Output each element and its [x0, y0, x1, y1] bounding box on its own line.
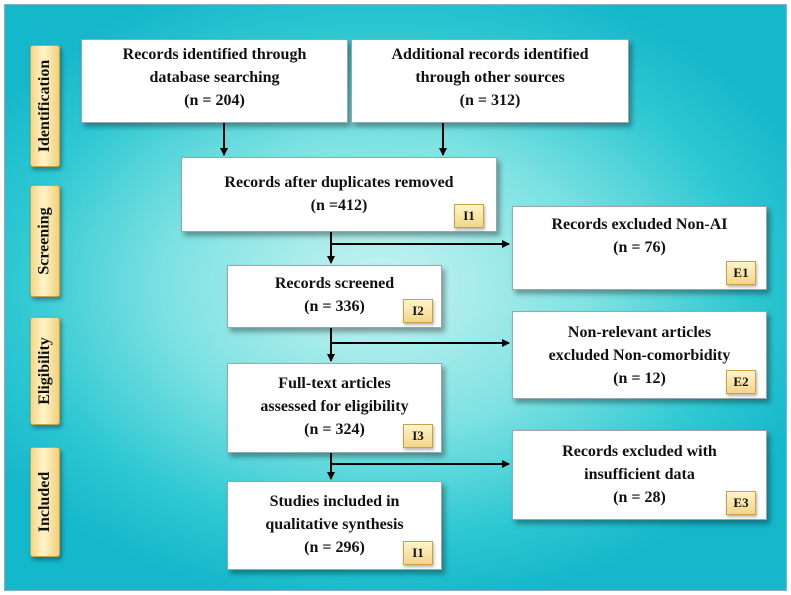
- box-database-line-1: Records identified through: [122, 46, 307, 63]
- tag-excluded-insufficient: E3: [726, 491, 756, 515]
- box-excluded-non-comorbidity-line-1: Non-relevant articles: [567, 324, 712, 341]
- box-included-line-2: qualitative synthesis: [265, 516, 404, 533]
- box-database-line-2: database searching: [149, 69, 280, 86]
- box-studies-included: Studies included in qualitative synthesi…: [227, 481, 442, 570]
- box-full-text-count: (n = 324): [304, 421, 365, 438]
- box-database-records: Records identified through database sear…: [81, 39, 348, 123]
- box-other-sources-count: (n = 312): [459, 92, 521, 109]
- box-excluded-insufficient-line-2: insufficient data: [584, 466, 695, 483]
- box-other-sources-line-1: Additional records identified: [391, 46, 589, 63]
- box-other-sources-line-2: through other sources: [415, 69, 565, 86]
- tag-included: I1: [403, 541, 433, 565]
- flow-diagram-panel: Identification Screening Eligibility Inc…: [4, 4, 787, 591]
- box-full-text-line-2: assessed for eligibility: [260, 398, 409, 415]
- box-included-count: (n = 296): [304, 539, 365, 556]
- tag-full-text: I3: [403, 424, 433, 448]
- box-excluded-insufficient-line-1: Records excluded with: [562, 443, 717, 460]
- box-excluded-non-comorbidity: Non-relevant articles excluded Non-comor…: [512, 311, 767, 399]
- stage-identification: Identification: [30, 45, 60, 167]
- box-duplicates-line-1: Records after duplicates removed: [224, 174, 454, 191]
- box-full-text-line-1: Full-text articles: [278, 375, 391, 392]
- box-excluded-insufficient-count: (n = 28): [613, 489, 666, 506]
- box-duplicates-count: (n =412): [310, 197, 368, 214]
- box-other-sources: Additional records identified through ot…: [351, 39, 629, 123]
- tag-excluded-non-ai: E1: [726, 261, 756, 285]
- stage-eligibility: Eligibility: [30, 317, 60, 425]
- box-excluded-non-comorbidity-line-2: excluded Non-comorbidity: [548, 347, 731, 364]
- box-excluded-non-comorbidity-count: (n = 12): [613, 370, 666, 387]
- stage-included: Included: [30, 447, 60, 557]
- box-records-screened: Records screened (n = 336) I2: [227, 265, 442, 328]
- tag-screened: I2: [403, 299, 433, 323]
- box-database-count: (n = 204): [184, 92, 245, 109]
- box-excluded-insufficient: Records excluded with insufficient data …: [512, 430, 767, 520]
- box-excluded-non-ai-line-1: Records excluded Non-AI: [551, 216, 728, 233]
- box-included-line-1: Studies included in: [269, 493, 400, 510]
- tag-excluded-non-comorbidity: E2: [726, 370, 756, 394]
- box-screened-line-1: Records screened: [274, 275, 395, 292]
- box-screened-count: (n = 336): [304, 298, 365, 315]
- box-full-text-articles: Full-text articles assessed for eligibil…: [227, 363, 442, 453]
- box-excluded-non-ai-count: (n = 76): [613, 239, 666, 256]
- tag-duplicates: I1: [454, 204, 484, 228]
- box-duplicates-removed: Records after duplicates removed (n =412…: [181, 157, 497, 232]
- box-excluded-non-ai: Records excluded Non-AI (n = 76) E1: [512, 206, 767, 290]
- stage-screening: Screening: [30, 185, 60, 297]
- flow-arrows: [220, 123, 510, 480]
